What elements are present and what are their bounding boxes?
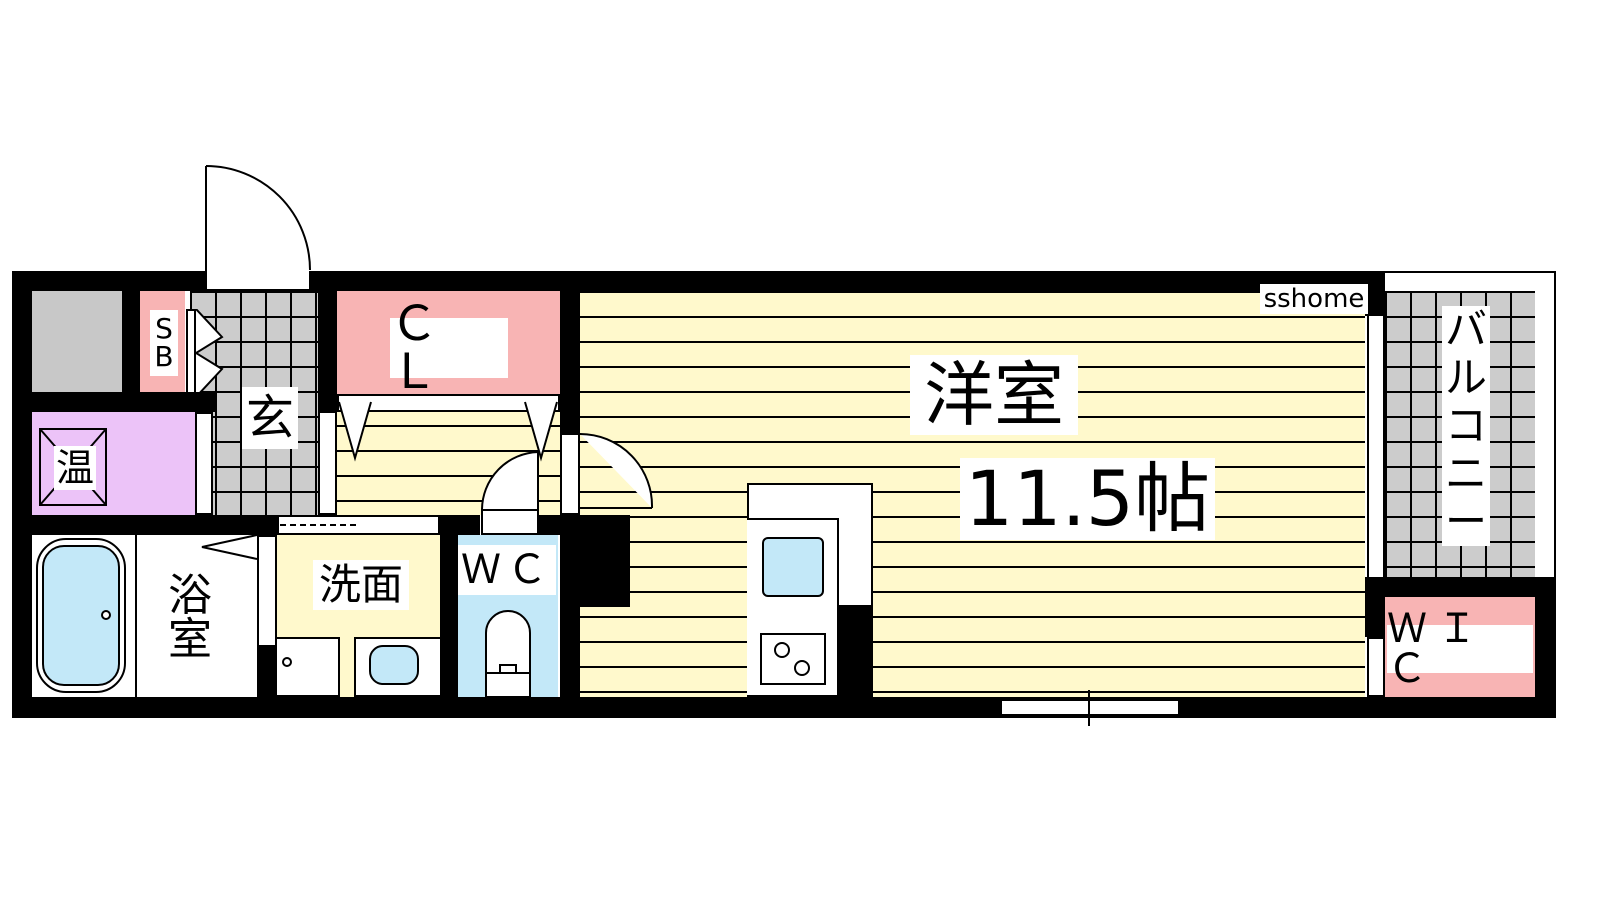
western-room-label: 洋室 — [910, 355, 1078, 435]
hall-door-frame — [318, 411, 337, 515]
entrance-label: 玄 — [242, 387, 298, 449]
curtain-rail — [280, 524, 356, 526]
wall-top — [12, 271, 1386, 291]
storage-space — [32, 291, 122, 392]
wic-label: ＷＩＣ — [1387, 609, 1533, 689]
balcony-label: バ ル コ ニ ー — [1442, 306, 1490, 546]
bathroom-door-swing-icon — [201, 535, 258, 560]
wall-bottom — [12, 697, 1556, 718]
wall-heater-top — [32, 392, 215, 412]
drain-icon — [282, 657, 292, 667]
wall-closet — [318, 291, 337, 411]
shoe-box-label: S B — [150, 310, 178, 376]
balcony-window[interactable] — [1367, 316, 1385, 578]
shoe-box-char: B — [154, 340, 174, 373]
watermark: sshome — [1260, 284, 1368, 314]
shoe-box-door[interactable] — [186, 309, 196, 397]
closet-label: ＣＬ — [390, 300, 508, 396]
balcony-char: ニ — [1444, 449, 1487, 498]
drain-icon — [101, 610, 111, 620]
shoe-box-door-swing-icon — [196, 309, 224, 397]
bathroom-char: 室 — [168, 614, 212, 665]
wall-center — [560, 291, 580, 435]
bathroom-door[interactable] — [257, 535, 277, 647]
washing-machine-space — [277, 637, 340, 697]
heater-door[interactable] — [195, 412, 213, 515]
toilet-label: ＷＣ — [458, 545, 556, 595]
stove-icon — [760, 633, 826, 685]
entrance-door-icon — [205, 165, 311, 280]
wall-middle — [32, 515, 277, 535]
balcony-char: コ — [1444, 401, 1487, 450]
washbasin-icon — [369, 645, 419, 685]
bottom-window[interactable] — [1000, 699, 1180, 716]
washroom-label: 洗面 — [313, 560, 409, 610]
pillar — [580, 515, 630, 607]
bathroom-label: 浴 室 — [165, 570, 215, 666]
wall-wic-left — [1365, 577, 1385, 637]
bathroom-char: 浴 — [168, 570, 212, 621]
shoe-box-char: S — [155, 312, 173, 345]
bath-partition — [135, 535, 137, 697]
sink-icon — [762, 537, 824, 597]
balcony-char: バ — [1444, 305, 1487, 354]
wic-door[interactable] — [1367, 637, 1385, 697]
entrance-door-frame — [205, 271, 311, 291]
wall-storage — [122, 291, 140, 392]
toilet-icon — [485, 610, 531, 697]
wc-door-icon[interactable] — [478, 450, 542, 536]
washroom-door[interactable] — [277, 515, 440, 535]
wall-center-lower — [560, 515, 580, 697]
wall-right — [1535, 577, 1556, 718]
balcony-char: ル — [1444, 353, 1487, 402]
kitchen-wall — [838, 605, 873, 697]
closet-door-swing-icon — [338, 401, 558, 462]
wall-bath-right — [257, 647, 277, 697]
balcony-char: ー — [1444, 497, 1487, 546]
wall-right-top — [1365, 271, 1385, 316]
wall-wic-top — [1365, 577, 1556, 597]
room-door-icon[interactable] — [560, 432, 656, 518]
closet-doors[interactable] — [337, 394, 560, 412]
window-divider — [1088, 690, 1090, 726]
wall-left — [12, 271, 32, 718]
western-room-size: 11.5帖 — [960, 458, 1215, 540]
water-heater-label: 温 — [54, 446, 96, 490]
